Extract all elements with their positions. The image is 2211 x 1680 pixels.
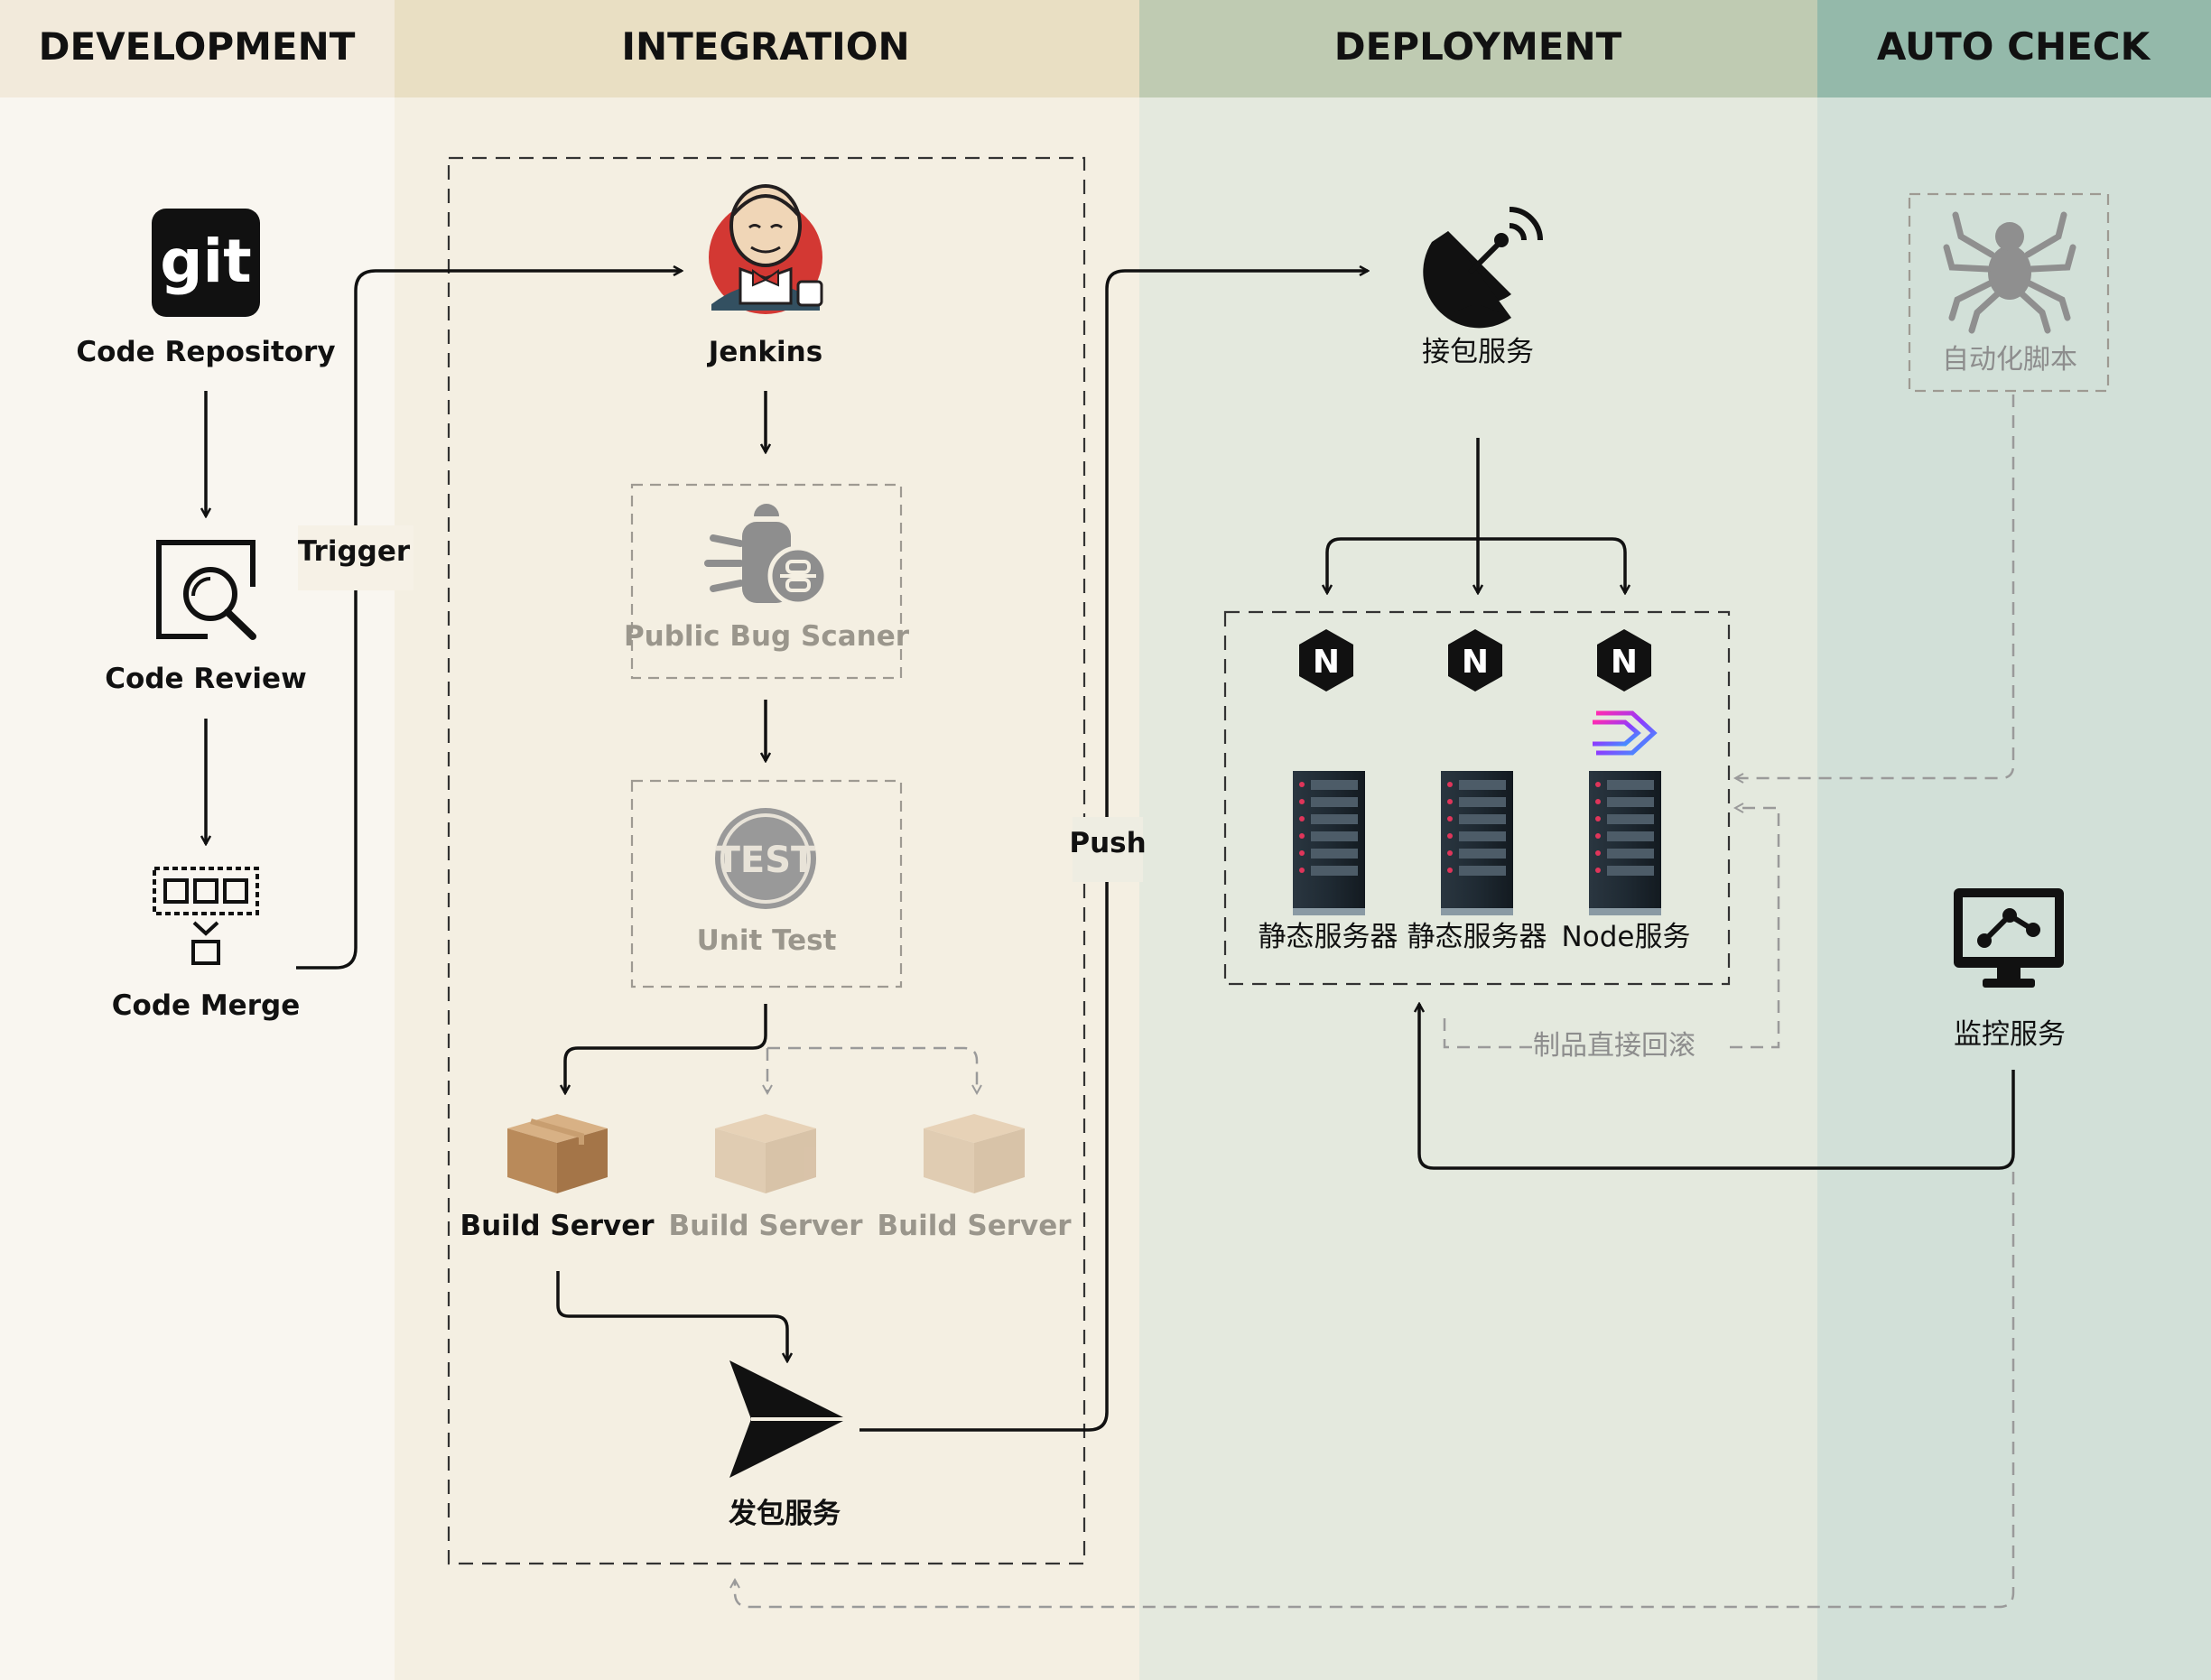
server-rack-icon <box>1293 771 1365 915</box>
nginx-icon: N <box>1299 629 1353 691</box>
send-icon <box>729 1360 847 1478</box>
package-box-icon <box>924 1114 1025 1193</box>
bug-scanner-icon <box>704 504 829 607</box>
build-server-3[interactable] <box>924 1114 1025 1193</box>
spider-icon <box>1943 211 2076 334</box>
package-box-icon <box>715 1114 816 1193</box>
arrow-rollback <box>1443 808 1780 1049</box>
build-server-label-2: Build Server <box>668 1210 863 1242</box>
node-server-label: Node服务 <box>1562 921 1691 953</box>
lane-title-development: DEVELOPMENT <box>39 24 356 69</box>
arrow-build-to-publish <box>556 1271 787 1361</box>
monitor-label: 监控服务 <box>1954 1018 2066 1051</box>
arrow-receiver-to-server-3 <box>1478 537 1625 593</box>
static-server-2[interactable]: N 静态服务器 <box>1407 629 1547 953</box>
svg-text:TEST: TEST <box>716 840 816 881</box>
lane-title-integration: INTEGRATION <box>621 24 909 69</box>
unit-test-label: Unit Test <box>697 924 837 957</box>
trigger-label-bg <box>298 525 413 590</box>
trigger-label: Trigger <box>298 535 411 568</box>
svg-text:N: N <box>1462 644 1489 681</box>
bug-scanner-box <box>630 483 903 680</box>
build-server-label-3: Build Server <box>877 1210 1072 1242</box>
bug-scanner-label: Public Bug Scaner <box>624 620 910 653</box>
code-merge-icon <box>153 867 259 965</box>
static-server-label-2: 静态服务器 <box>1407 921 1547 953</box>
code-review-label: Code Review <box>105 663 306 695</box>
code-review-node[interactable]: Code Review <box>105 540 307 695</box>
unit-test-box <box>630 779 903 989</box>
build-server-label-1: Build Server <box>460 1210 655 1242</box>
svg-text:N: N <box>1313 644 1340 681</box>
publish-node[interactable]: 发包服务 <box>728 1360 847 1530</box>
satellite-dish-icon <box>1423 207 1543 329</box>
code-merge-label: Code Merge <box>112 989 300 1022</box>
rollback-label: 制品直接回滚 <box>1533 1030 1695 1062</box>
lane-title-auto-check: AUTO CHECK <box>1877 24 2151 69</box>
code-repository-node[interactable]: git Code Repository <box>76 209 336 368</box>
jenkins-node[interactable]: Jenkins <box>707 184 823 368</box>
monitor-node[interactable]: 监控服务 <box>1954 888 2066 1051</box>
code-merge-node[interactable]: Code Merge <box>112 867 300 1022</box>
server-rack-icon <box>1589 771 1661 915</box>
build-server-2[interactable] <box>715 1114 816 1193</box>
build-server-1[interactable]: Build Server <box>460 1114 655 1242</box>
receiver-node[interactable]: 接包服务 <box>1422 207 1543 368</box>
push-label: Push <box>1069 827 1146 859</box>
auto-script-box <box>1908 192 2110 393</box>
arrow-test-to-build-1 <box>565 1004 767 1093</box>
nginx-icon: N <box>1597 629 1651 691</box>
code-review-icon <box>156 540 262 641</box>
arrow-monitor-to-integration <box>735 1172 2015 1609</box>
push-label-bg <box>1073 817 1143 882</box>
node-server[interactable]: N Node服务 <box>1562 629 1691 953</box>
receiver-label: 接包服务 <box>1422 336 1534 368</box>
nodejs-logo-icon <box>1593 710 1658 756</box>
package-box-icon <box>507 1114 608 1193</box>
server-rack-icon <box>1441 771 1513 915</box>
publish-label: 发包服务 <box>728 1498 841 1530</box>
nginx-icon: N <box>1448 629 1502 691</box>
arrow-monitor-to-servers <box>1419 1004 2015 1170</box>
auto-script-label: 自动化脚本 <box>1942 344 2077 376</box>
monitor-icon <box>1954 888 2064 988</box>
code-repository-label: Code Repository <box>76 336 335 368</box>
svg-text:N: N <box>1611 644 1638 681</box>
unit-test-node[interactable]: TEST Unit Test <box>697 808 837 957</box>
arrow-test-to-build-3 <box>767 1046 977 1093</box>
static-server-label-1: 静态服务器 <box>1259 921 1398 953</box>
git-icon: git <box>152 209 260 317</box>
jenkins-label: Jenkins <box>707 336 822 368</box>
arrow-trigger <box>296 271 682 970</box>
arrow-receiver-to-server-1 <box>1327 537 1478 593</box>
arrow-script-to-servers <box>1735 394 2015 778</box>
lane-title-deployment: DEPLOYMENT <box>1334 24 1622 69</box>
static-server-1[interactable]: N 静态服务器 <box>1259 629 1398 953</box>
test-badge-icon: TEST <box>715 808 816 909</box>
bug-scanner-node[interactable]: Public Bug Scaner <box>624 504 910 653</box>
jenkins-icon <box>709 184 823 314</box>
svg-text:git: git <box>160 227 251 296</box>
auto-script-node[interactable]: 自动化脚本 <box>1942 211 2077 376</box>
